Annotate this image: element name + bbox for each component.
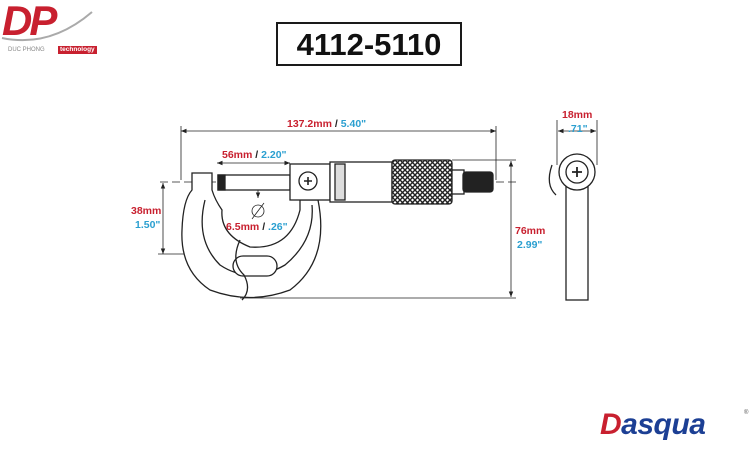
ratchet [462,171,494,193]
logo-subtitle: DUC PHONG [8,47,45,53]
micrometer-side-view [548,120,598,301]
knurled-grip [391,159,453,205]
overall-length-label: 137.2mm / 5.40" [287,118,367,130]
travel-label: 56mm / 2.20" [222,149,287,161]
model-number-title: 4112-5110 [276,22,462,66]
throat-in-label: 1.50" [135,219,161,231]
dp-logo: DP [2,0,57,44]
diameter-label: 6.5mm / .26" [226,221,288,233]
logo-swoosh [1,11,93,42]
thickness-mm-label: 18mm [562,109,593,121]
micrometer-front-view [181,159,494,301]
throat-mm-label: 38mm [131,205,162,217]
frame [181,172,322,299]
height-mm-label: 76mm [515,225,546,237]
height-in-label: 2.99" [517,239,543,251]
thickness-in-label: .71" [568,123,588,135]
dasqua-logo: Dasqua [600,408,706,441]
spindle [217,174,291,191]
logo-tag: technology [58,46,97,54]
registered-mark: ® [744,410,749,416]
